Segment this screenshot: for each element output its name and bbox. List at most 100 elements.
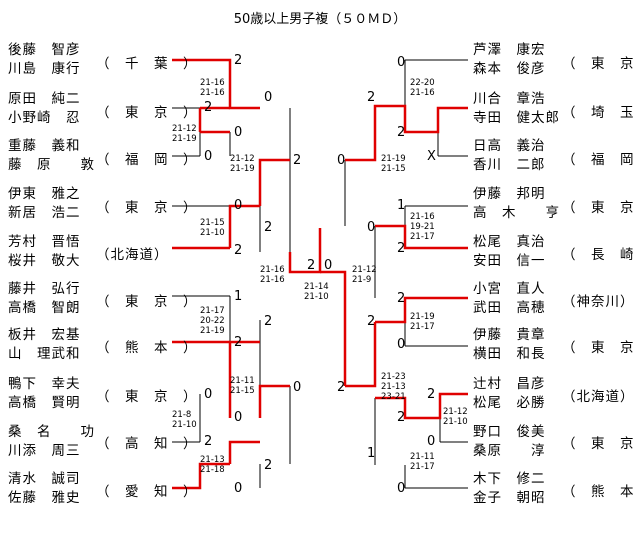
prefecture: （ 東 京 ） [562, 436, 640, 452]
left-entry-10: 清水 誠司 佐藤 雅史 [8, 470, 81, 508]
prefecture: （ 埼 玉 ） [562, 105, 640, 121]
match-score: 0 [234, 410, 243, 425]
match-score: 0 [204, 149, 213, 164]
prefecture: （ 東 京 ） [96, 105, 198, 121]
player-name: 後藤 智彦 [8, 42, 81, 58]
match-score: 0 [264, 90, 273, 105]
player-name: 安田 信一 [473, 253, 546, 269]
match-score: 0 [427, 434, 436, 449]
right-entry-8: 辻村 昌彦 松尾 必勝 [473, 375, 546, 413]
match-score: 0 [397, 55, 406, 70]
player-name: 佐藤 雅史 [8, 490, 81, 506]
player-name: 伊藤 貴章 [473, 327, 546, 343]
player-name: 木下 修二 [473, 471, 546, 487]
match-score: 0 [234, 198, 243, 213]
player-name: 芳村 晋悟 [8, 234, 81, 250]
player-name: 山 理武和 [8, 346, 81, 362]
right-entry-5: 松尾 真治 安田 信一 [473, 233, 546, 271]
match-score: 1 [234, 289, 243, 304]
match-score: 0 [397, 481, 406, 496]
right-entry-2: 川合 章浩 寺田 健太郎 [473, 90, 560, 128]
left-entry-3: 重藤 義和 藤 原 敦 [8, 137, 95, 175]
prefecture: （北海道） [96, 247, 169, 263]
player-name: 新居 浩二 [8, 205, 81, 221]
match-score: 2 [264, 458, 273, 473]
player-name: 川添 周三 [8, 443, 81, 459]
player-name: 鴨下 幸夫 [8, 376, 81, 392]
player-name: 重藤 義和 [8, 138, 81, 154]
match-score: 0 [367, 220, 376, 235]
match-score: 2 [397, 291, 406, 306]
player-name: 清水 誠司 [8, 471, 81, 487]
right-entry-9: 野口 俊美 桑原 淳 [473, 423, 546, 461]
left-entry-4: 伊東 雅之 新居 浩二 [8, 185, 81, 223]
match-score: 0 [293, 380, 302, 395]
right-entry-4: 伊藤 邦明 高 木 亨 [473, 185, 560, 223]
player-name: 松尾 真治 [473, 234, 546, 250]
match-score: 1 [367, 446, 376, 461]
match-score: 2 [367, 90, 376, 105]
match-score: 2 [427, 387, 436, 402]
player-name: 川島 康行 [8, 61, 81, 77]
prefecture: （ 愛 知 ） [96, 484, 198, 500]
match-score: 2 [234, 335, 243, 350]
left-entry-6: 藤井 弘行 高橋 智朗 [8, 280, 81, 318]
right-entry-1: 芦澤 康宏 森本 俊彦 [473, 41, 546, 79]
player-name: 桑 名 功 [8, 424, 95, 440]
player-name: 寺田 健太郎 [473, 110, 560, 126]
match-score: 0 [397, 337, 406, 352]
match-score: 1 [397, 198, 406, 213]
prefecture: （ 福 岡 ） [96, 152, 198, 168]
left-entry-7: 板井 宏基 山 理武和 [8, 326, 81, 364]
right-entry-10: 木下 修二 金子 朝昭 [473, 470, 546, 508]
prefecture: （ 東 京 ） [562, 56, 640, 72]
match-score: 2 [367, 314, 376, 329]
left-entry-8: 鴨下 幸夫 高橋 賢明 [8, 375, 81, 413]
player-name: 横田 和長 [473, 346, 546, 362]
prefecture: （ 東 京 ） [96, 389, 198, 405]
player-name: 川合 章浩 [473, 91, 546, 107]
prefecture: （北海道） [562, 389, 635, 405]
player-name: 金子 朝昭 [473, 490, 546, 506]
page-title: 50歳以上男子複（５０ＭＤ） [233, 12, 407, 27]
match-score: 0 [234, 481, 243, 496]
player-name: 野口 俊美 [473, 424, 546, 440]
right-entry-7: 伊藤 貴章 横田 和長 [473, 326, 546, 364]
final-score-left: 2 [307, 258, 316, 273]
match-score: 2 [397, 125, 406, 140]
match-score: 0 [337, 153, 346, 168]
player-name: 日高 義治 [473, 138, 546, 154]
player-name: 小宮 直人 [473, 281, 546, 297]
prefecture: （神奈川） [562, 294, 635, 310]
match-score: 2 [264, 314, 273, 329]
left-entry-1: 後藤 智彦 川島 康行 [8, 41, 81, 79]
match-score: X [427, 149, 436, 164]
player-name: 藤 原 敦 [8, 157, 95, 173]
player-name: 香川 二郎 [473, 157, 546, 173]
match-score: 2 [204, 100, 213, 115]
prefecture: （ 東 京 ） [562, 200, 640, 216]
prefecture: （ 熊 本 ） [96, 340, 198, 356]
prefecture: （ 東 京 ） [96, 294, 198, 310]
bracket-lines [172, 59, 468, 489]
right-entry-6: 小宮 直人 武田 高穂 [473, 280, 546, 318]
player-name: 小野崎 忍 [8, 110, 81, 126]
match-score: 2 [204, 434, 213, 449]
player-name: 伊東 雅之 [8, 186, 81, 202]
player-name: 高橋 智朗 [8, 300, 81, 316]
player-name: 高橋 賢明 [8, 395, 81, 411]
